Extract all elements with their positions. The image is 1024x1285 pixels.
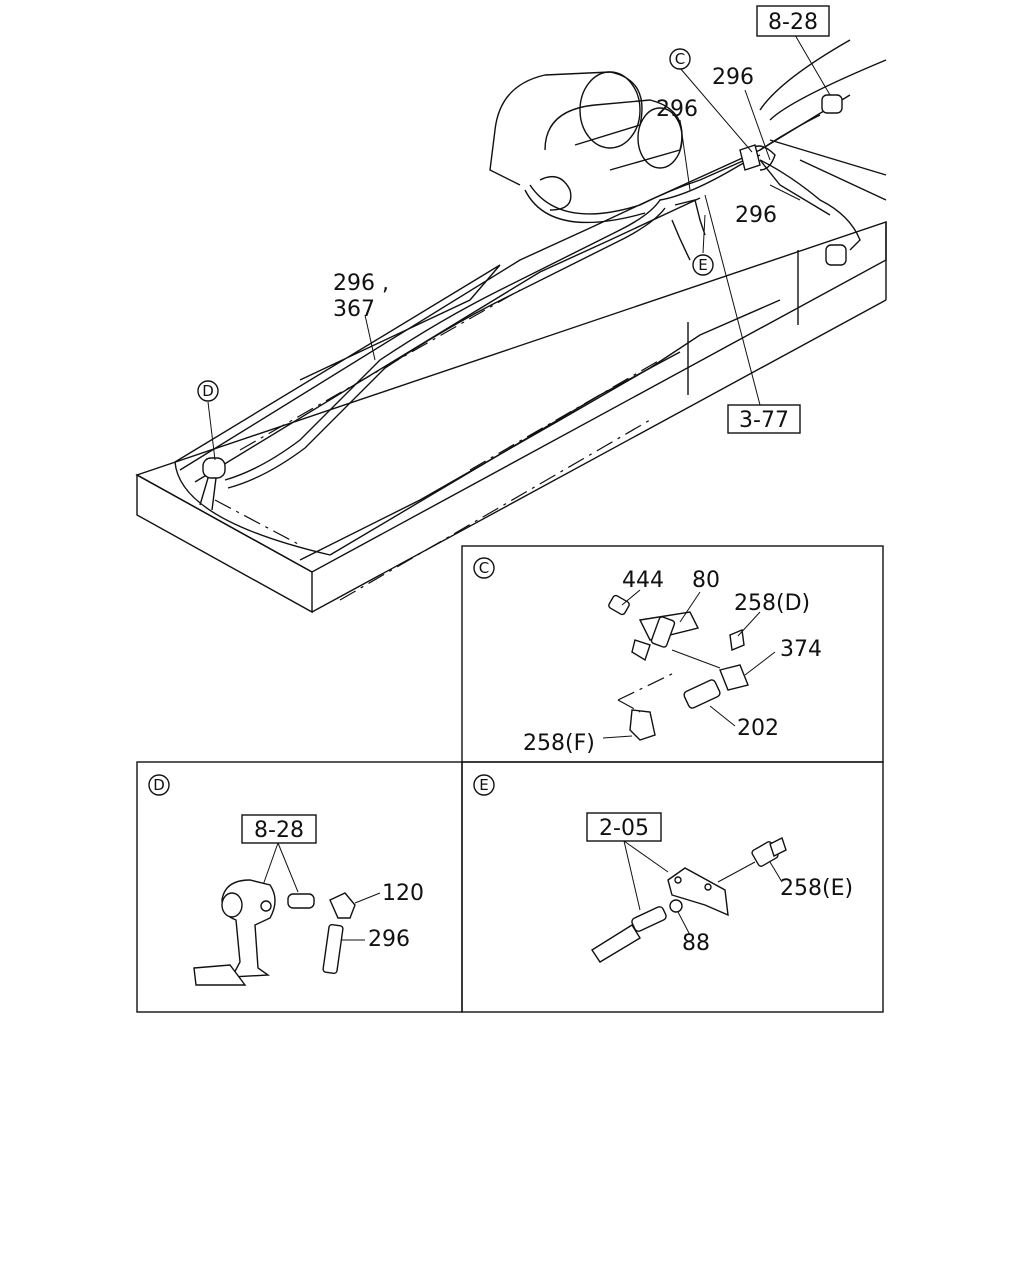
detail-d-marker: D	[153, 776, 165, 794]
label-296-detail: 296	[368, 927, 410, 952]
callout-c: C	[675, 50, 685, 68]
ref-box-8-28-detail	[241, 814, 317, 844]
label-202: 202	[737, 716, 779, 741]
detail-c-marker: C	[479, 559, 489, 577]
label-88: 88	[682, 931, 710, 956]
callout-d: D	[202, 382, 214, 400]
callout-c-circle	[669, 48, 691, 70]
detail-panels	[136, 545, 884, 1013]
detail-e-marker: E	[479, 776, 488, 794]
label-80: 80	[692, 568, 720, 593]
ref-box-3-77	[727, 404, 801, 434]
chassis-frame	[135, 39, 887, 614]
label-258f: 258(F)	[523, 731, 595, 756]
valves	[199, 94, 847, 511]
label-296-367-line1: 296 ,	[333, 271, 389, 296]
ref-3-77: 3-77	[739, 408, 789, 433]
main-leaders	[207, 34, 831, 461]
detail-d-marker-circle	[148, 774, 170, 796]
label-296-mid: 296	[656, 97, 698, 122]
ref-box-2-05	[586, 812, 662, 842]
ref-8-28-main: 8-28	[768, 10, 818, 35]
detail-e: E 2-05 258(E) 88	[473, 774, 853, 963]
ref-2-05: 2-05	[599, 816, 649, 841]
label-444: 444	[622, 568, 664, 593]
label-374: 374	[780, 637, 822, 662]
callout-d-circle	[197, 380, 219, 402]
detail-d: D 8-28 120 296	[148, 774, 424, 986]
label-296-top: 296	[712, 65, 754, 90]
main-labels: 8-28 3-77 296 296 296 296 , 367 C D E	[197, 5, 830, 434]
air-tanks	[489, 71, 683, 186]
label-296-367-line2: 367	[333, 297, 375, 322]
ref-8-28-detail: 8-28	[254, 818, 304, 843]
air-pipes	[224, 114, 861, 489]
callout-e-circle	[692, 254, 714, 276]
label-296-right: 296	[735, 203, 777, 228]
detail-e-marker-circle	[473, 774, 495, 796]
ref-box-8-28-main	[756, 5, 830, 37]
label-120: 120	[382, 881, 424, 906]
detail-c: C 444 80 258(D) 374 202 258(F)	[473, 557, 822, 756]
detail-c-marker-circle	[473, 557, 495, 579]
label-258e: 258(E)	[780, 876, 853, 901]
callout-e: E	[698, 256, 707, 274]
label-258d: 258(D)	[734, 591, 810, 616]
